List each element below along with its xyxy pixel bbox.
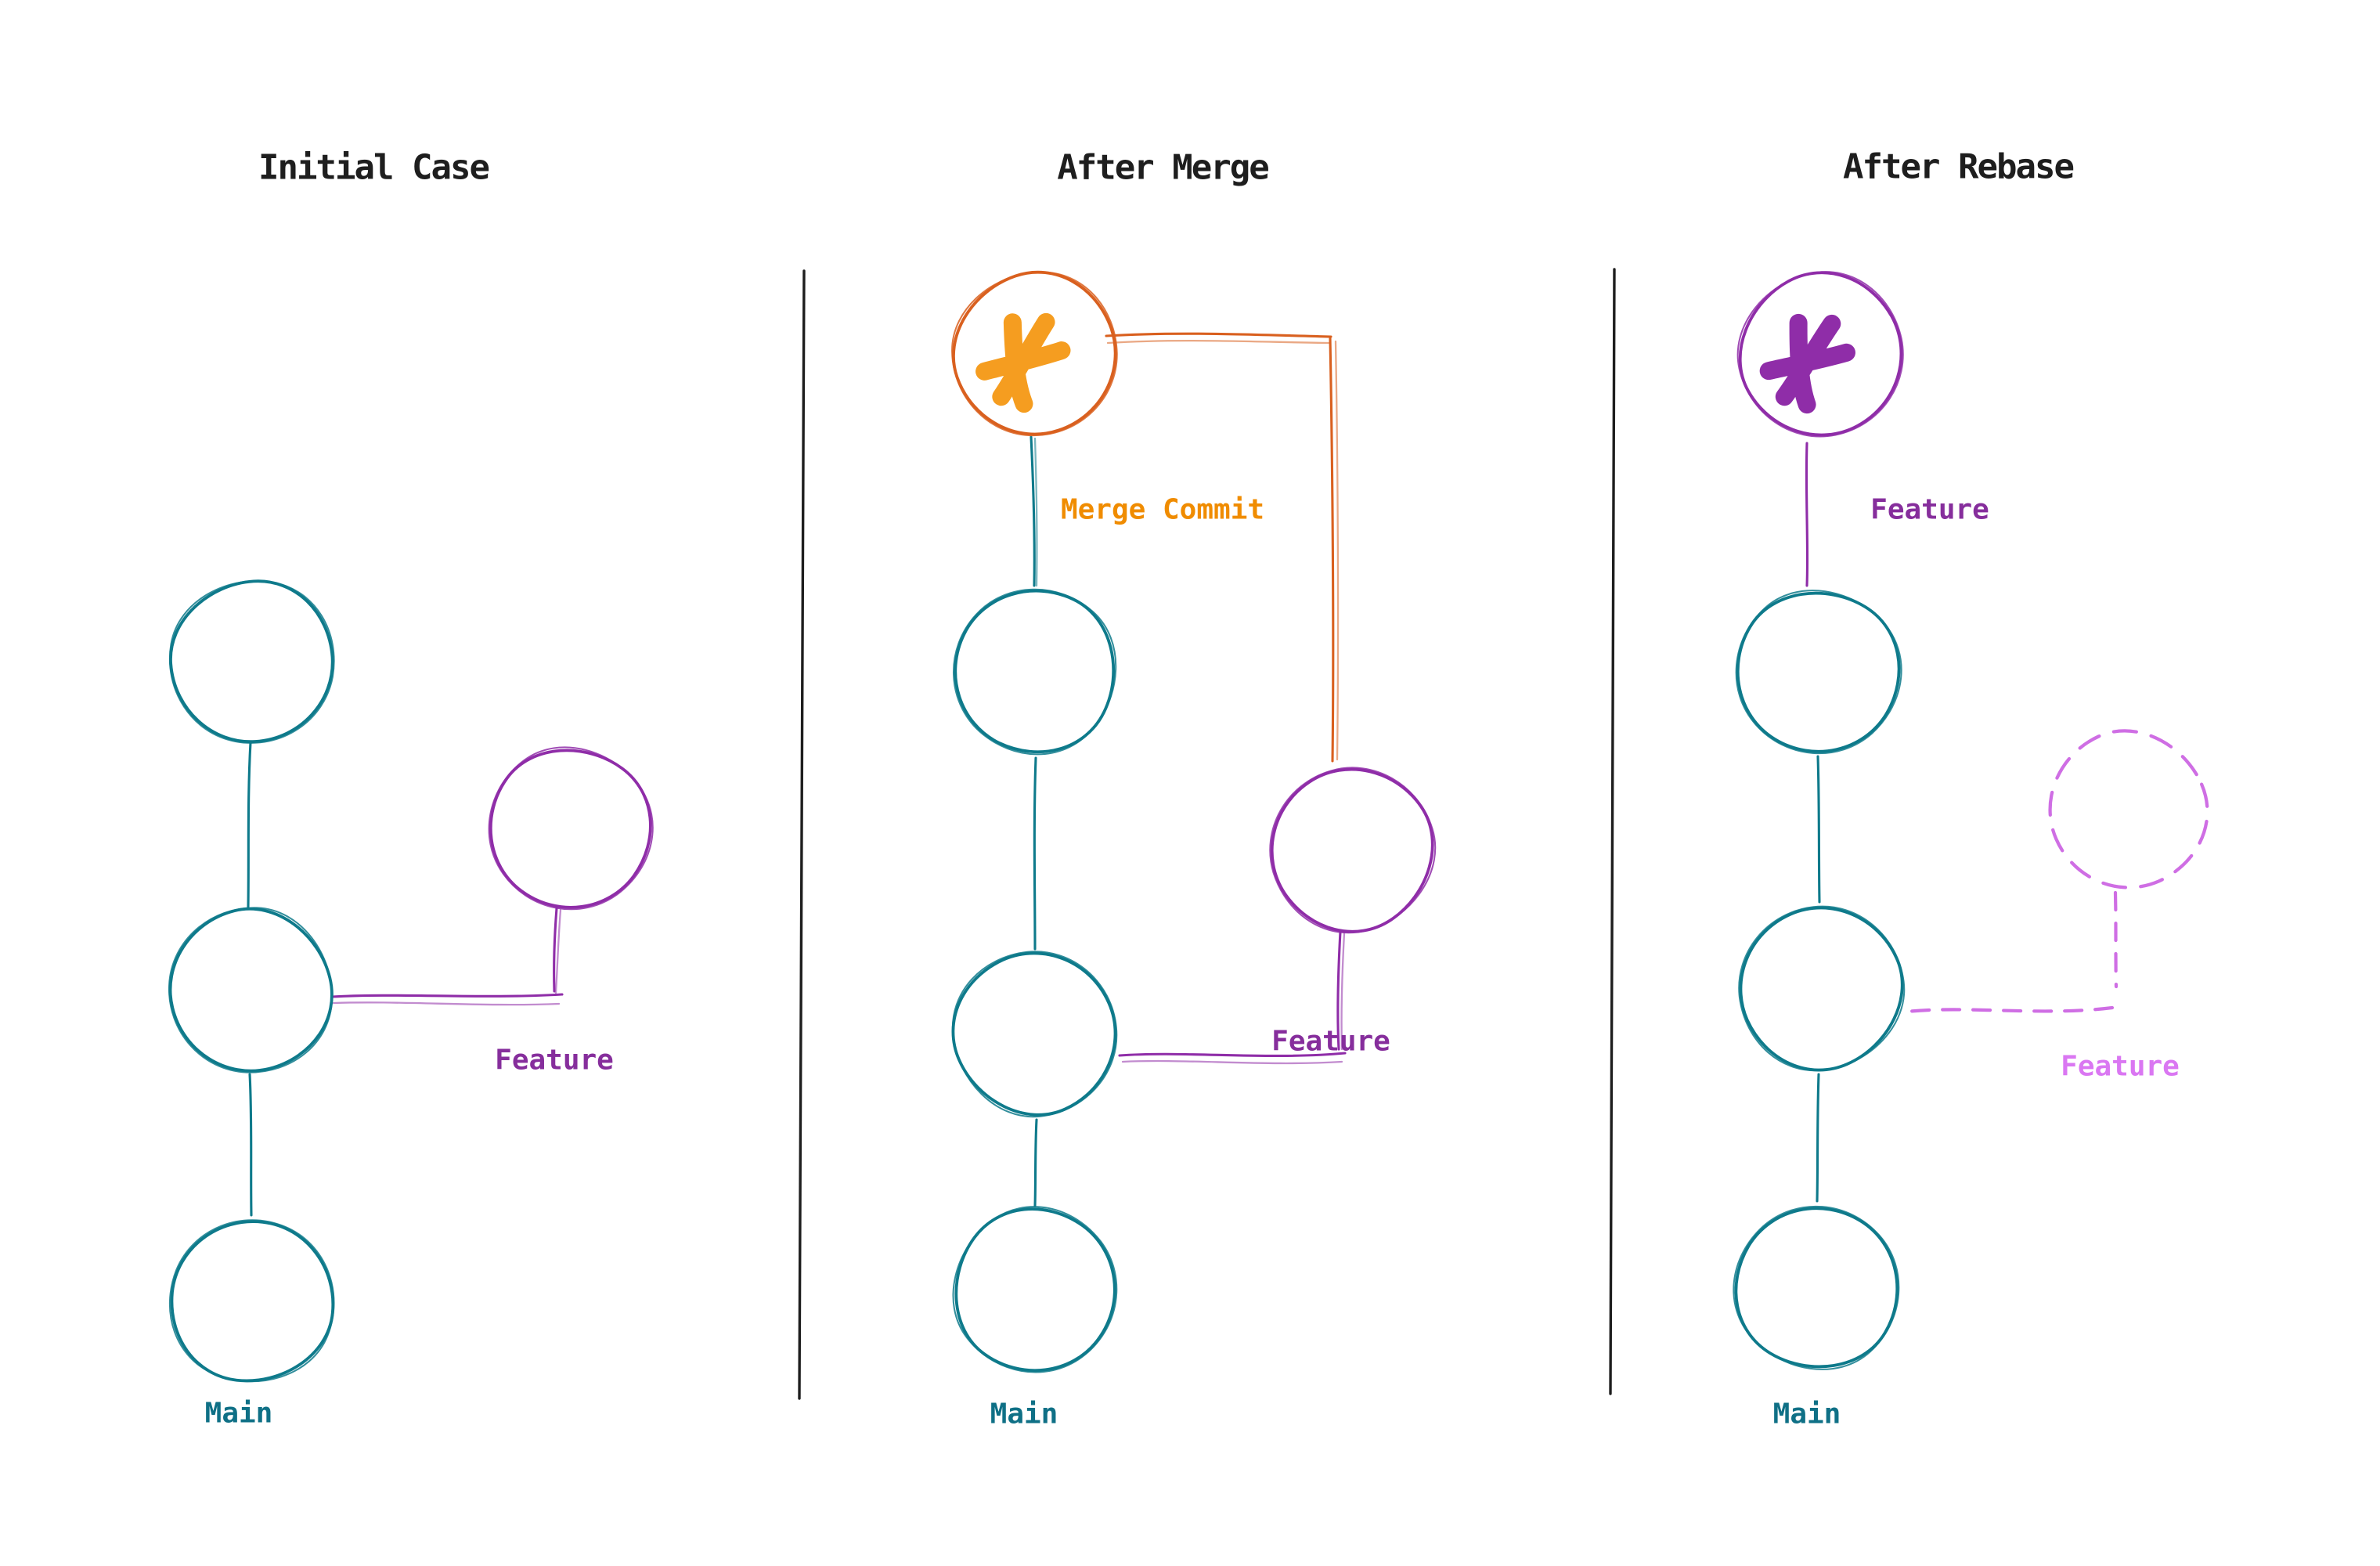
feature-branch-line: [1118, 1052, 1347, 1058]
panel-title-initial-case: Initial Case: [258, 147, 490, 188]
panel-title-after-rebase: After Rebase: [1843, 146, 2075, 187]
panel-initial-case: [141, 561, 684, 1413]
commit-node-main: [930, 929, 1140, 1139]
panel-divider: [1609, 268, 1616, 1395]
main-branch-line: [1033, 756, 1037, 951]
feature-branch-line: [1805, 442, 1809, 587]
commit-node-main: [156, 894, 345, 1085]
commit-node-main: [1701, 554, 1935, 788]
main-branch-label: Main: [990, 1398, 1058, 1431]
commit-node-main: [1716, 883, 1927, 1093]
panel-after-rebase: [1700, 246, 2228, 1405]
old-feature-branch-line: [1905, 1005, 2115, 1014]
commit-node-main: [150, 561, 353, 762]
main-branch-line: [1033, 1118, 1038, 1207]
merge-commit-label: Merge Commit: [1060, 493, 1265, 526]
main-branch-line-sketch: [1033, 437, 1038, 587]
commit-node-main: [1700, 1172, 1934, 1405]
commit-node-feature: [1241, 738, 1465, 962]
merge-connector-line-sketch: [1334, 340, 1340, 761]
main-branch-label: Main: [204, 1397, 273, 1430]
feature-branch-line-sketch: [554, 908, 562, 994]
feature-branch-line: [1336, 930, 1342, 1051]
old-feature-commit-node: [2028, 709, 2227, 909]
feature-branch-label: Feature: [1271, 1025, 1390, 1058]
feature-branch-line-sketch: [1121, 1059, 1343, 1065]
old-feature-branch-line: [2113, 890, 2119, 989]
merge-asterisk-icon: [979, 316, 1069, 409]
commit-node-feature: [456, 713, 684, 942]
feature-branch-line: [330, 993, 564, 998]
main-branch-line: [247, 741, 252, 908]
merge-connector-line-sketch: [1106, 339, 1331, 345]
panel-title-after-merge: After Merge: [1057, 147, 1269, 188]
feature-branch-line: [553, 907, 558, 993]
panel-divider: [798, 269, 806, 1400]
main-branch-line: [248, 1073, 253, 1217]
main-branch-line: [1030, 435, 1036, 587]
main-branch-line: [1816, 755, 1821, 904]
commit-node-main: [141, 1191, 364, 1413]
commit-node-main: [918, 554, 1153, 788]
feature-branch-line-sketch: [1340, 932, 1346, 1051]
feature-asterisk-icon: [1764, 318, 1852, 408]
main-branch-label: Main: [1772, 1398, 1841, 1431]
merge-connector-line: [1105, 332, 1332, 338]
feature-branch-line-sketch: [332, 1001, 561, 1006]
merge-connector-line: [1329, 337, 1335, 763]
feature-branch-label: Feature: [495, 1044, 614, 1077]
old-feature-branch-label: Feature: [2061, 1050, 2180, 1083]
feature-branch-label: Feature: [1870, 493, 1989, 526]
commit-node-main: [919, 1175, 1150, 1406]
main-branch-line: [1816, 1073, 1820, 1203]
panel-after-merge: [918, 254, 1465, 1406]
